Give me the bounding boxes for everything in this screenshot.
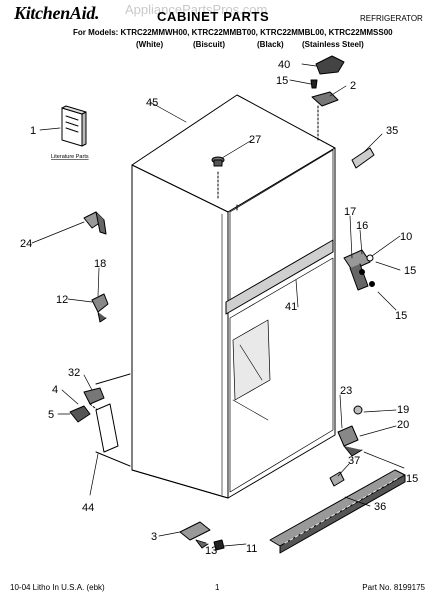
callout-19: 19	[397, 404, 409, 416]
category-label: REFRIGERATOR	[360, 14, 423, 23]
leader-lines	[31, 63, 405, 547]
callout-4: 4	[52, 384, 58, 396]
callout-10: 10	[400, 231, 412, 243]
mullion	[225, 239, 334, 315]
top-hinge-assembly	[310, 55, 345, 143]
callout-18: 18	[94, 258, 106, 270]
callout-15-center-lower: 15	[395, 310, 407, 322]
top-plug	[211, 156, 225, 199]
variant-stainless: (Stainless Steel)	[302, 40, 364, 49]
cabinet	[131, 94, 375, 499]
callout-13: 13	[205, 545, 217, 557]
hinge-cover	[351, 147, 375, 169]
callout-20: 20	[397, 419, 409, 431]
watermark: AppliancePartsPros.com	[125, 2, 268, 17]
callout-37: 37	[348, 455, 360, 467]
callout-15-top: 15	[276, 75, 288, 87]
clip-37	[329, 471, 345, 487]
callout-5: 5	[48, 409, 54, 421]
callout-15-bottom: 15	[406, 473, 418, 485]
callout-40: 40	[278, 59, 290, 71]
page-number: 1	[215, 583, 220, 592]
center-hinge	[343, 249, 375, 291]
callout-3: 3	[151, 531, 157, 543]
callout-45: 45	[146, 97, 158, 109]
model-list: For Models: KTRC22MMWH00, KTRC22MMBT00, …	[73, 28, 393, 37]
variant-white: (White)	[136, 40, 164, 49]
kitchenaid-logo: KitchenAid.	[14, 3, 100, 23]
callout-2: 2	[350, 80, 356, 92]
door-bracket	[95, 373, 131, 467]
variant-black: (Black)	[257, 40, 284, 49]
callout-16: 16	[356, 220, 368, 232]
callout-27: 27	[249, 134, 261, 146]
callout-17: 17	[344, 206, 356, 218]
callout-12: 12	[56, 294, 68, 306]
callout-23: 23	[340, 385, 352, 397]
door-stop-24	[83, 211, 107, 235]
callout-36: 36	[374, 501, 386, 513]
door-stop-12	[91, 293, 109, 323]
literature-booklet	[61, 105, 87, 147]
variant-biscuit: (Biscuit)	[193, 40, 225, 49]
part-number: Part No. 8199175	[362, 583, 425, 592]
callout-41: 41	[285, 301, 297, 313]
callout-44: 44	[82, 502, 94, 514]
callout-35: 35	[386, 125, 398, 137]
callout-15-center: 15	[404, 265, 416, 277]
callout-11: 11	[246, 543, 257, 555]
leveling-parts	[179, 521, 225, 551]
callout-32: 32	[68, 367, 80, 379]
toe-grille	[269, 469, 406, 554]
page-title: CABINET PARTS	[157, 9, 270, 24]
bottom-hinge	[337, 405, 363, 457]
callout-24: 24	[20, 238, 32, 250]
print-code: 10-04 Litho In U.S.A. (ebk)	[10, 583, 105, 592]
callout-1: 1	[30, 125, 36, 137]
literature-label: Literature Parts	[51, 154, 89, 160]
bottom-left-parts	[69, 387, 111, 423]
